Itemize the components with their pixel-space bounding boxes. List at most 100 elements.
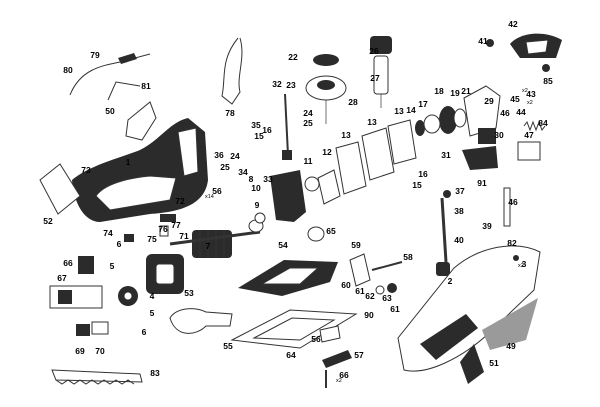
callout-label: 28: [348, 97, 358, 107]
stator-core: [155, 263, 175, 285]
callout-label: 24: [230, 151, 240, 161]
callout-label: 3: [522, 259, 527, 269]
callout-label: 67: [57, 273, 67, 283]
quantity-note: x2: [518, 263, 524, 269]
callout-label: 29: [484, 96, 494, 106]
plate-12: [317, 169, 341, 205]
spindle-top: [370, 36, 392, 54]
callout-label: 23: [286, 80, 296, 90]
clamp-56: [319, 325, 341, 343]
callout-label: 45: [510, 94, 520, 104]
block-30: [478, 128, 496, 144]
callout-label: 71: [179, 231, 189, 241]
callout-label: 19: [450, 88, 460, 98]
callout-label: 76: [158, 224, 168, 234]
knob-23-inner: [317, 80, 335, 90]
callout-label: 16: [418, 169, 428, 179]
washer-61: [375, 285, 385, 295]
callout-label: 5: [110, 261, 115, 271]
contact-72: [160, 214, 176, 222]
housing-half-2-shadow: [420, 314, 478, 360]
switch-67: [49, 285, 103, 309]
callout-label: 17: [418, 99, 428, 109]
callout-label: 66: [339, 370, 349, 380]
callout-label: 70: [95, 346, 105, 356]
screw-9: [254, 212, 266, 224]
callout-label: 33: [263, 174, 273, 184]
callout-label: 40: [454, 235, 464, 245]
callout-label: 56: [311, 334, 321, 344]
spring-wire: [221, 37, 243, 105]
blade-83: [51, 369, 143, 383]
part-66: [78, 256, 94, 274]
spring-84: [523, 120, 546, 132]
shoe-55-inner: [252, 317, 336, 341]
gear-housing: [463, 85, 501, 137]
blade-51: [460, 344, 484, 384]
callout-label: 21: [461, 86, 471, 96]
callout-label: 63: [382, 293, 392, 303]
callout-label: 91: [477, 178, 487, 188]
callout-label: 53: [184, 288, 194, 298]
rod-46: [503, 187, 511, 227]
screw-85: [542, 64, 550, 72]
callout-label: 47: [524, 130, 534, 140]
callout-label: 84: [538, 118, 548, 128]
callout-label: 46: [500, 108, 510, 118]
callout-label: 66: [63, 258, 73, 268]
callout-label: 41: [478, 36, 488, 46]
cap-22: [313, 54, 339, 66]
callout-label: 65: [326, 226, 336, 236]
callout-label: 57: [354, 350, 364, 360]
callout-label: 49: [506, 341, 516, 351]
callout-label: 51: [489, 358, 499, 368]
callout-label: 83: [150, 368, 160, 378]
callout-label: 90: [364, 310, 374, 320]
side-plate: [39, 163, 81, 215]
fan-4-hub: [123, 291, 133, 301]
callout-label: 15: [412, 180, 422, 190]
callout-label: 72: [175, 196, 185, 206]
plate-13c: [387, 119, 417, 165]
callout-label: 61: [390, 304, 400, 314]
callout-label: 54: [278, 240, 288, 250]
quantity-note: x14: [205, 194, 214, 200]
gear-19: [453, 108, 467, 128]
callout-label: 34: [238, 167, 248, 177]
callout-label: 39: [482, 221, 492, 231]
screw-82: [513, 255, 519, 261]
gear-case: [270, 170, 306, 222]
nozzle-53: [169, 308, 233, 334]
callout-label: 12: [322, 147, 332, 157]
housing-detail: [177, 127, 199, 177]
screw-41: [486, 39, 494, 47]
callout-label: 1: [126, 157, 131, 167]
callout-label: 69: [75, 346, 85, 356]
callout-label: 2: [448, 276, 453, 286]
callout-label: 43: [526, 89, 536, 99]
cap-65: [307, 226, 325, 242]
callout-label: 26: [369, 46, 379, 56]
callout-label: 55: [223, 341, 233, 351]
callout-label: 61: [355, 286, 365, 296]
callout-label: 35: [251, 120, 261, 130]
callout-label: 4: [150, 291, 155, 301]
contact-76: [159, 225, 169, 237]
callout-label: 13: [367, 117, 377, 127]
callout-label: 58: [403, 252, 413, 262]
callout-label: 56: [212, 186, 222, 196]
callout-label: 25: [220, 162, 230, 172]
gear-18: [439, 106, 457, 134]
callout-label: 79: [90, 50, 100, 60]
callout-label: 14: [406, 105, 416, 115]
callout-label: 59: [351, 240, 361, 250]
callout-label: 16: [262, 125, 272, 135]
bearing-14: [415, 120, 425, 136]
callout-label: 85: [543, 76, 553, 86]
hex-key: [107, 81, 141, 101]
contact-74: [124, 234, 134, 242]
callout-label: 30: [494, 130, 504, 140]
callout-label: 52: [43, 216, 53, 226]
